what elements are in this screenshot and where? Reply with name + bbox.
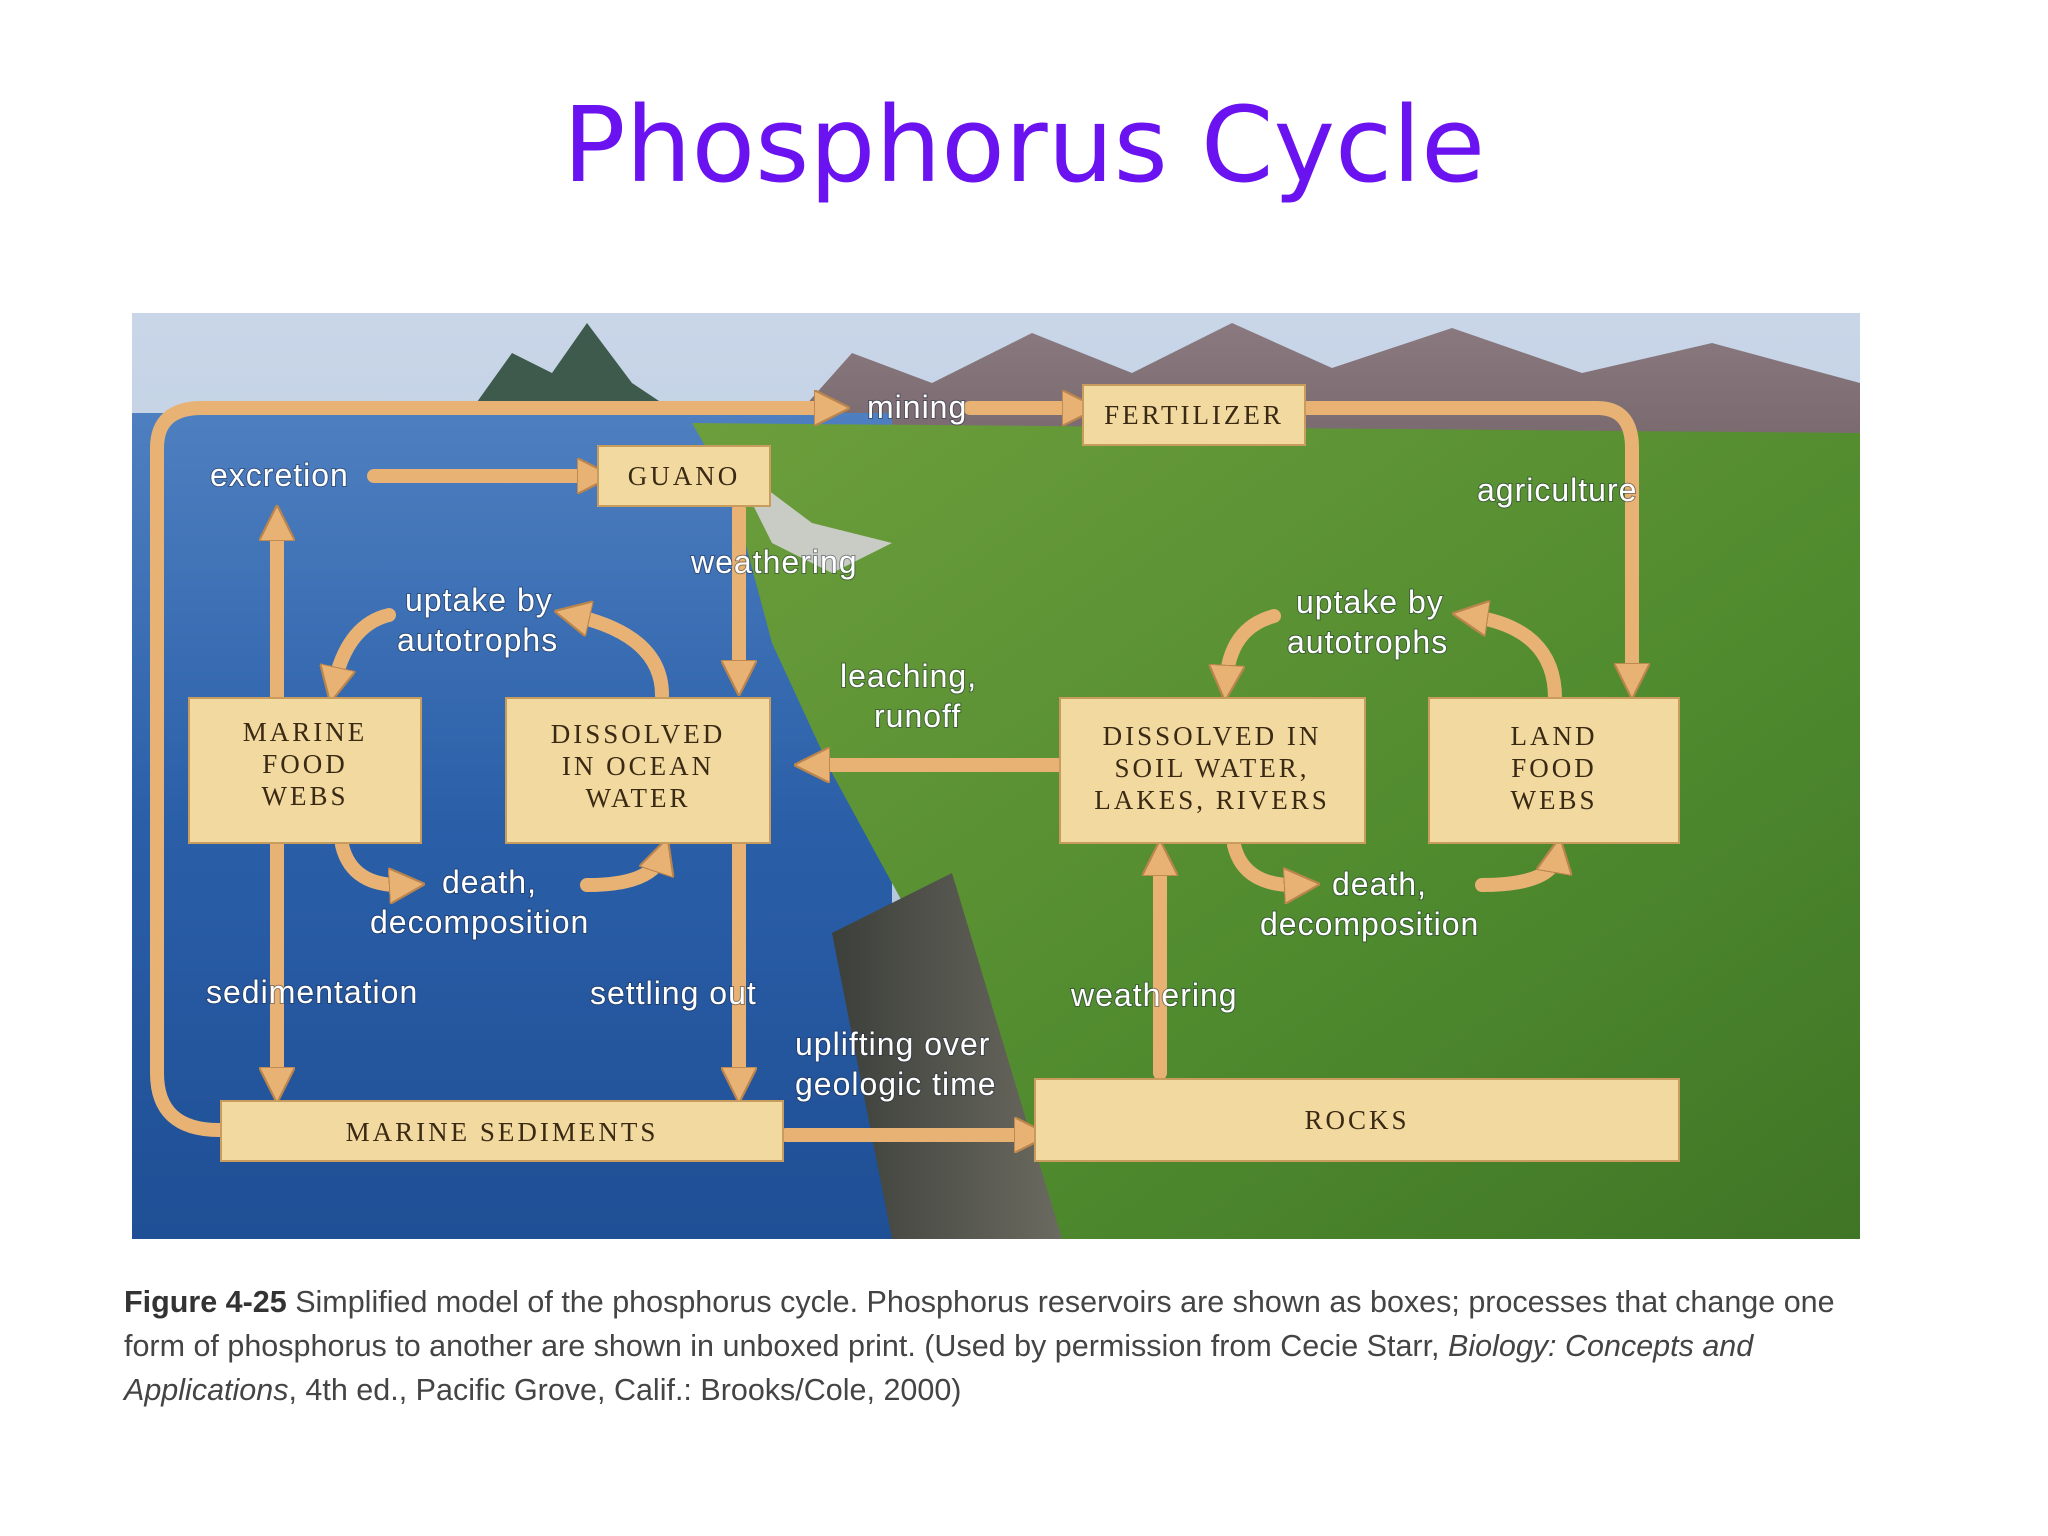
dissolved-ocean-label-1: DISSOLVED: [551, 719, 726, 749]
land-food-webs-label-2: FOOD: [1511, 753, 1597, 783]
death-marine-label-2: decomposition: [370, 904, 589, 940]
death-marine-label-1: death,: [442, 864, 537, 900]
marine-food-webs-label-2: FOOD: [262, 749, 348, 779]
land-food-webs-label-3: WEBS: [1510, 785, 1597, 815]
uptake-marine-arrow-right: [572, 615, 669, 702]
figure-caption: Figure 4-25 Simplified model of the phos…: [124, 1280, 1904, 1412]
uptake-land-arrow-left: [1226, 609, 1281, 683]
marine-sediments-label: MARINE SEDIMENTS: [346, 1117, 659, 1147]
marine-sediments-box: [220, 1100, 784, 1162]
uptake-land-label-1: uptake by: [1296, 584, 1444, 620]
dissolved-soil-label-2: SOIL WATER,: [1115, 753, 1310, 783]
slide-title: Phosphorus Cycle: [562, 84, 1486, 206]
cycle-diagram: FERTILIZER GUANO MARINE FOOD WEBS DISSOL…: [132, 313, 1860, 1239]
cliff-face: [832, 873, 1062, 1239]
marine-food-webs-label-3: WEBS: [261, 781, 348, 811]
guano-box: [597, 445, 771, 507]
settling-out-label: settling out: [590, 975, 757, 1011]
death-marine-arrow-left: [335, 838, 407, 885]
uptake-marine-label-1: uptake by: [405, 582, 553, 618]
sea-stack-island: [462, 323, 692, 423]
death-marine-arrow-right: [580, 855, 662, 892]
process-labels: mining excretion agriculture weathering …: [205, 388, 1637, 1103]
sedimentation-label: sedimentation: [206, 974, 418, 1010]
death-land-arrow-right: [1475, 855, 1557, 892]
figure-number: Figure 4-25: [124, 1285, 287, 1319]
uplifting-label-2: geologic time: [795, 1066, 997, 1102]
weathering-rocks-label: weathering: [1070, 977, 1238, 1013]
fertilizer-box: [1082, 384, 1306, 446]
reservoir-boxes: [188, 384, 1680, 1162]
leaching-label-1: leaching,: [840, 658, 977, 694]
guano-label: GUANO: [628, 461, 741, 491]
weathering-guano-label: weathering: [690, 544, 858, 580]
rocks-label: ROCKS: [1304, 1105, 1409, 1135]
phosphorus-cycle-figure: FERTILIZER GUANO MARINE FOOD WEBS DISSOL…: [132, 313, 1860, 1239]
dissolved-soil-label-1: DISSOLVED IN: [1103, 721, 1322, 751]
uptake-marine-label-2: autotrophs: [397, 622, 558, 658]
dissolved-ocean-box: [505, 697, 771, 844]
white-cliffs: [732, 463, 892, 573]
excretion-label: excretion: [210, 457, 349, 493]
dissolved-soil-label-3: LAKES, RIVERS: [1094, 785, 1330, 815]
rocks-box: [1034, 1078, 1680, 1162]
marine-food-webs-label-1: MARINE: [243, 717, 368, 747]
dissolved-ocean-label-2: IN OCEAN: [562, 751, 714, 781]
uptake-land-arrow-right: [1470, 616, 1562, 705]
death-land-label-1: death,: [1332, 866, 1427, 902]
agriculture-arrow: [1300, 401, 1632, 681]
leaching-label-2: runoff: [874, 698, 961, 734]
caption-text-2: , 4th ed., Pacific Grove, Calif.: Brooks…: [288, 1373, 962, 1407]
uplifting-label-1: uplifting over: [795, 1026, 990, 1062]
mining-arrow: [150, 408, 832, 1137]
marine-food-webs-box: [188, 697, 422, 844]
dissolved-ocean-label-3: WATER: [586, 783, 691, 813]
land-food-webs-label-1: LAND: [1511, 721, 1598, 751]
death-land-arrow-left: [1227, 838, 1302, 885]
uptake-land-label-2: autotrophs: [1287, 624, 1448, 660]
mining-label: mining: [867, 389, 967, 425]
caption-text-1: Simplified model of the phosphorus cycle…: [124, 1285, 1835, 1363]
dissolved-soil-box: [1059, 697, 1366, 844]
uptake-marine-arrow-left: [334, 608, 396, 685]
death-land-label-2: decomposition: [1260, 906, 1479, 942]
land-food-webs-box: [1428, 697, 1680, 844]
reservoir-labels: FERTILIZER GUANO MARINE FOOD WEBS DISSOL…: [243, 400, 1598, 1147]
fertilizer-label: FERTILIZER: [1104, 400, 1284, 430]
agriculture-label: agriculture: [1477, 472, 1637, 508]
caption-book-title: Biology: Concepts and Applications: [124, 1329, 1754, 1407]
process-arrows: [157, 408, 1632, 1135]
